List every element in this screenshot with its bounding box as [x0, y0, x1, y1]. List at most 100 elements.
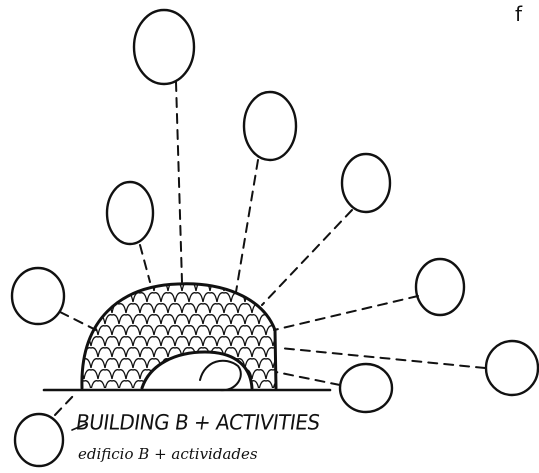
activity-circle-bottom-left — [13, 412, 65, 468]
scale-mark — [140, 392, 154, 401]
scale-mark — [209, 325, 225, 336]
scale-mark — [265, 347, 276, 358]
scale-mark — [174, 358, 190, 369]
scale-mark — [244, 358, 260, 369]
scale-mark — [174, 292, 190, 303]
scale-mark — [174, 314, 190, 325]
scale-mark — [265, 369, 276, 380]
connector-lines — [54, 81, 486, 416]
scale-mark — [223, 303, 239, 314]
scale-mark — [112, 392, 126, 401]
scale-mark — [98, 392, 112, 401]
scale-mark — [111, 347, 127, 358]
scale-mark — [287, 337, 301, 346]
connector-top — [175, 81, 183, 283]
scale-mark — [132, 358, 148, 369]
scale-mark — [202, 358, 218, 369]
scale-mark — [125, 369, 141, 380]
scale-mark — [251, 325, 267, 336]
scale-mark — [104, 314, 120, 325]
scale-mark — [146, 358, 162, 369]
scale-mark — [195, 303, 211, 314]
activity-circle-upper-right — [242, 90, 298, 162]
scale-mark — [97, 283, 113, 292]
scale-mark — [125, 325, 141, 336]
scale-mark — [223, 347, 239, 358]
scale-mark — [223, 325, 239, 336]
scale-mark — [81, 292, 92, 303]
activity-circle-left-upper — [105, 180, 155, 246]
scale-mark — [210, 392, 224, 401]
scale-mark — [111, 283, 127, 292]
scale-mark — [181, 283, 197, 292]
scale-mark — [280, 392, 294, 401]
scale-mark — [188, 358, 204, 369]
scale-mark — [160, 336, 176, 347]
connector-right-high — [261, 209, 353, 306]
scale-mark — [237, 283, 253, 292]
scale-mark — [202, 380, 218, 388]
scale-mark — [265, 303, 276, 314]
activity-circle-right-mid — [414, 257, 466, 317]
scale-mark — [287, 293, 301, 302]
scale-mark — [258, 358, 274, 369]
scale-mark — [90, 380, 106, 388]
scale-mark — [251, 369, 267, 380]
scale-mark — [118, 336, 134, 347]
scale-mark — [81, 303, 85, 314]
scale-mark — [181, 325, 197, 336]
scale-mark — [81, 347, 85, 358]
scale-mark — [153, 325, 169, 336]
scale-mark — [266, 392, 280, 401]
scale-mark — [244, 314, 260, 325]
scale-mark — [224, 392, 238, 401]
scale-mark — [132, 314, 148, 325]
scale-mark — [167, 347, 183, 358]
scale-mark — [97, 369, 113, 380]
scale-mark — [251, 347, 267, 358]
scale-mark — [104, 292, 120, 303]
scale-mark — [237, 325, 253, 336]
scale-mark — [153, 303, 169, 314]
scale-mark — [244, 336, 260, 347]
scale-mark — [139, 325, 155, 336]
scale-mark — [146, 292, 162, 303]
label-english: BUILDING B + ACTIVITIES — [74, 409, 322, 435]
connector-bottom-right — [275, 371, 341, 386]
scale-mark — [90, 336, 106, 347]
scale-mark — [111, 369, 127, 380]
dome-inner-loop — [199, 359, 242, 392]
scale-mark — [272, 380, 276, 388]
corner-letter: f — [515, 2, 523, 26]
scale-mark — [209, 369, 225, 380]
scale-mark — [81, 380, 92, 388]
scale-mark — [97, 347, 113, 358]
scale-mark — [84, 392, 98, 401]
scale-mark — [168, 392, 182, 401]
connector-upper-right — [235, 159, 259, 293]
scale-mark — [160, 314, 176, 325]
scale-mark — [287, 381, 301, 390]
scale-mark — [258, 380, 274, 388]
scale-mark — [272, 314, 276, 325]
scale-mark — [202, 292, 218, 303]
scale-mark — [182, 392, 196, 401]
activity-circle-top — [132, 8, 196, 86]
activity-circle-bottom-right — [338, 362, 394, 414]
scale-mark — [181, 369, 197, 380]
scale-mark — [118, 358, 134, 369]
scale-mark — [153, 347, 169, 358]
activity-circles — [10, 8, 539, 468]
scale-mark — [146, 314, 162, 325]
dome-scale-pattern — [81, 283, 301, 401]
scale-mark — [83, 283, 99, 292]
scale-mark — [188, 292, 204, 303]
scale-mark — [81, 283, 85, 292]
scale-mark — [160, 380, 176, 388]
scale-mark — [251, 283, 267, 292]
connector-right-mid — [273, 295, 419, 331]
scale-mark — [97, 325, 113, 336]
scale-mark — [188, 380, 204, 388]
scale-mark — [252, 392, 266, 401]
